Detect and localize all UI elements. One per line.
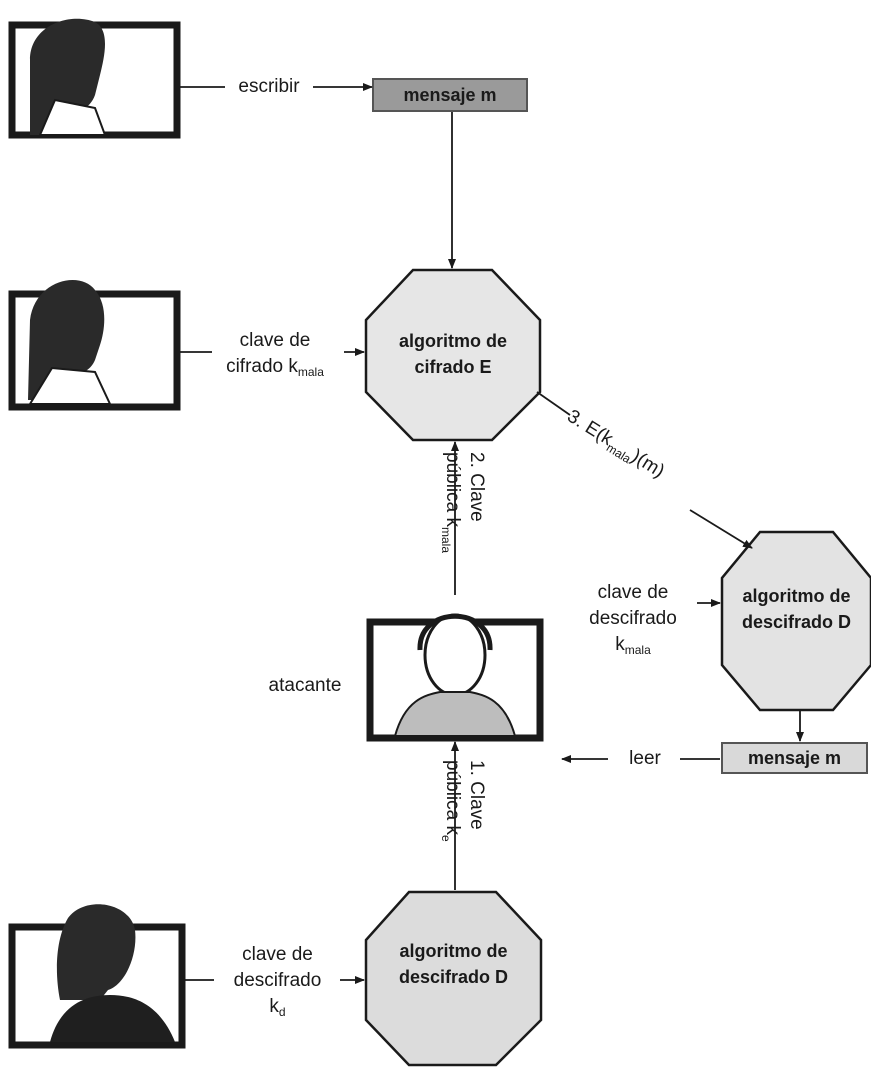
- decryption-bottom-label-line1: algoritmo de: [399, 941, 508, 961]
- enc-key-label-line2: cifrado kmala: [205, 354, 345, 381]
- dec-key-right-label: clave de descifrado kmala: [568, 580, 698, 659]
- step2-subscript: mala: [439, 527, 454, 554]
- decryption-right-label-line2: descifrado D: [741, 612, 852, 632]
- dec-key-bottom-text: k: [269, 996, 279, 1017]
- dec-key-right-text: k: [615, 634, 625, 655]
- enc-key-text: cifrado k: [226, 356, 298, 377]
- step1-label: 1. Clave pública ke: [434, 760, 488, 842]
- read-label: leer: [629, 748, 661, 769]
- step2-line2: pública kmala: [434, 452, 464, 553]
- dec-key-bottom-line1: clave de: [242, 944, 313, 965]
- step2-line1: 2. Clave: [466, 452, 487, 522]
- step1-line2: pública ke: [434, 760, 464, 842]
- dec-key-right-line2: descifrado: [589, 608, 677, 629]
- edge-step3-a: [536, 391, 571, 416]
- dec-key-bottom-line2: descifrado: [233, 970, 322, 991]
- decryption-octagon-bottom: [364, 890, 543, 1067]
- encryption-label-line2: cifrado E: [414, 357, 492, 377]
- dec-key-right-line1: clave de: [597, 582, 669, 603]
- dec-key-bottom-subscript: d: [278, 1005, 286, 1019]
- decryption-octagon-right: [720, 530, 871, 712]
- encryption-label: algoritmo de cifrado E: [366, 328, 540, 380]
- enc-key-label-line1: clave de: [239, 330, 311, 351]
- dec-key-bottom-label: clave de descifrado kd: [210, 942, 345, 1021]
- step1-line1: 1. Clave: [466, 760, 487, 830]
- encryption-label-line1: algoritmo de: [398, 331, 507, 351]
- attacker-icon: [366, 613, 544, 742]
- person-middle-icon: [8, 280, 181, 411]
- enc-key-label: clave de cifrado kmala: [205, 328, 345, 381]
- step1-text: pública k: [442, 760, 463, 835]
- step2-text: pública k: [442, 452, 463, 527]
- message-box-right: [721, 742, 868, 774]
- dec-key-right-line3: kmala: [568, 632, 698, 659]
- dec-key-bottom-line3: kd: [210, 994, 345, 1021]
- message-label-right: mensaje m: [747, 748, 842, 768]
- decryption-bottom-label: algoritmo de descifrado D: [366, 938, 541, 990]
- person-bottom-icon: [8, 904, 186, 1049]
- step2-label: 2. Clave pública kmala: [434, 452, 488, 553]
- enc-key-subscript: mala: [297, 365, 324, 379]
- edge-step3-b: [689, 509, 753, 549]
- decryption-right-label: algoritmo de descifrado D: [722, 583, 871, 635]
- attacker-label: atacante: [268, 675, 342, 696]
- encryption-octagon: [364, 268, 542, 442]
- step1-subscript: e: [439, 835, 454, 842]
- write-label: escribir: [238, 76, 300, 97]
- message-box-top: [372, 78, 528, 112]
- message-label-top: mensaje m: [403, 85, 497, 105]
- decryption-bottom-label-line2: descifrado D: [398, 967, 509, 987]
- person-top-icon: [8, 18, 181, 139]
- decryption-right-label-line1: algoritmo de: [742, 586, 851, 606]
- dec-key-right-subscript: mala: [624, 643, 651, 657]
